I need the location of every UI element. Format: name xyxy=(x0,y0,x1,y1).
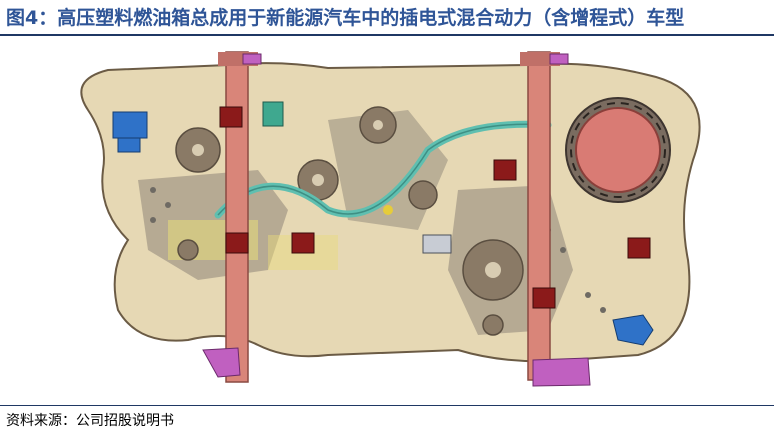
valve-block xyxy=(262,101,284,127)
fuel-pump-flange xyxy=(565,97,671,203)
strap-right xyxy=(527,51,551,381)
bracket-top-left xyxy=(242,53,262,65)
bracket-top-right xyxy=(549,53,569,65)
connector-right xyxy=(612,314,654,346)
mount-pad xyxy=(225,232,249,254)
mount-brackets xyxy=(202,53,591,387)
sensor-module xyxy=(422,234,452,254)
bracket-bottom-right xyxy=(532,357,591,387)
dome-6 xyxy=(177,239,199,261)
yellow-plug xyxy=(383,205,393,215)
dome-centers xyxy=(192,120,501,278)
mount-pad xyxy=(493,159,517,181)
dome-5 xyxy=(408,180,438,210)
blue-connectors xyxy=(112,111,654,346)
source-divider xyxy=(0,405,774,406)
strap-left xyxy=(225,51,249,383)
fuel-tank-illustration xyxy=(80,51,701,387)
mount-pads xyxy=(219,106,651,309)
figure-title: 图4：高压塑料燃油箱总成用于新能源汽车中的插电式混合动力（含增程式）车型 xyxy=(6,7,685,29)
figure-source: 资料来源：公司招股说明书 xyxy=(6,413,174,429)
connector-left xyxy=(112,111,148,139)
mount-pad xyxy=(532,287,556,309)
title-divider xyxy=(0,34,774,36)
dome-7 xyxy=(482,314,504,336)
bracket-bottom-left xyxy=(202,347,241,378)
mount-pad xyxy=(627,237,651,259)
mount-pad xyxy=(219,106,243,128)
mount-pad xyxy=(291,232,315,254)
